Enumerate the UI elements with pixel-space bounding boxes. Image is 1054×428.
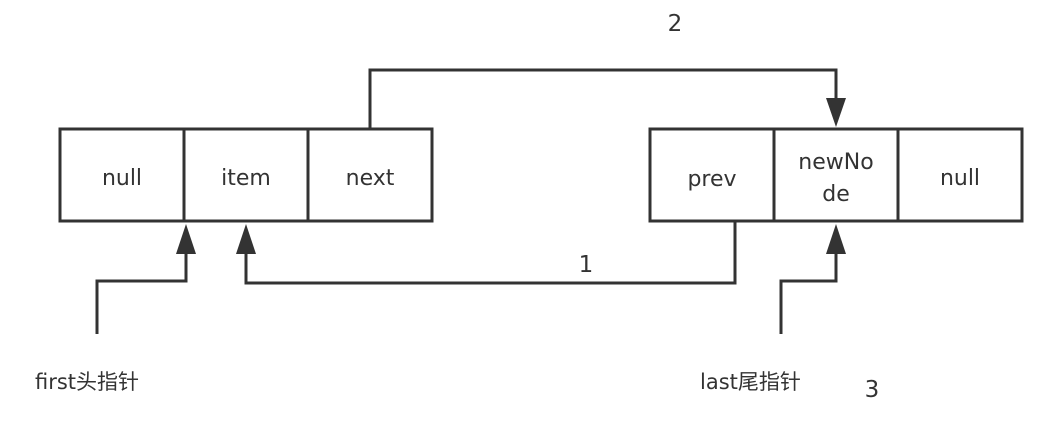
arrowhead-up-icon [826,224,846,254]
new-node: prev newNo de null [648,127,1024,223]
first-pointer-label: first头指针 [35,370,139,394]
new-node-prev-label: prev [687,167,736,192]
new-node-null-label: null [940,166,980,191]
step-number-3: 3 [865,377,880,403]
arrow-prev-to-item [236,221,737,285]
arrowhead-up-icon [176,224,196,254]
new-node-newnode-label-line2: de [822,182,850,207]
step-number-2: 2 [668,11,683,37]
new-node-cell-newnode [772,127,900,223]
step-number-1: 1 [579,252,594,278]
old-node-null-label: null [102,166,142,191]
old-node: null item next [58,127,434,223]
old-node-item-label: item [221,166,271,191]
arrowhead-up-icon [236,224,256,254]
arrow-next-to-newnode [368,68,846,129]
last-pointer-arrow [779,224,846,334]
arrowhead-down-icon [826,98,846,127]
first-pointer-arrow [95,224,196,334]
old-node-next-label: next [346,166,395,191]
last-pointer-label: last尾指针 [700,370,801,394]
new-node-newnode-label-line1: newNo [798,150,873,175]
new-node-cell-null [896,127,1024,223]
